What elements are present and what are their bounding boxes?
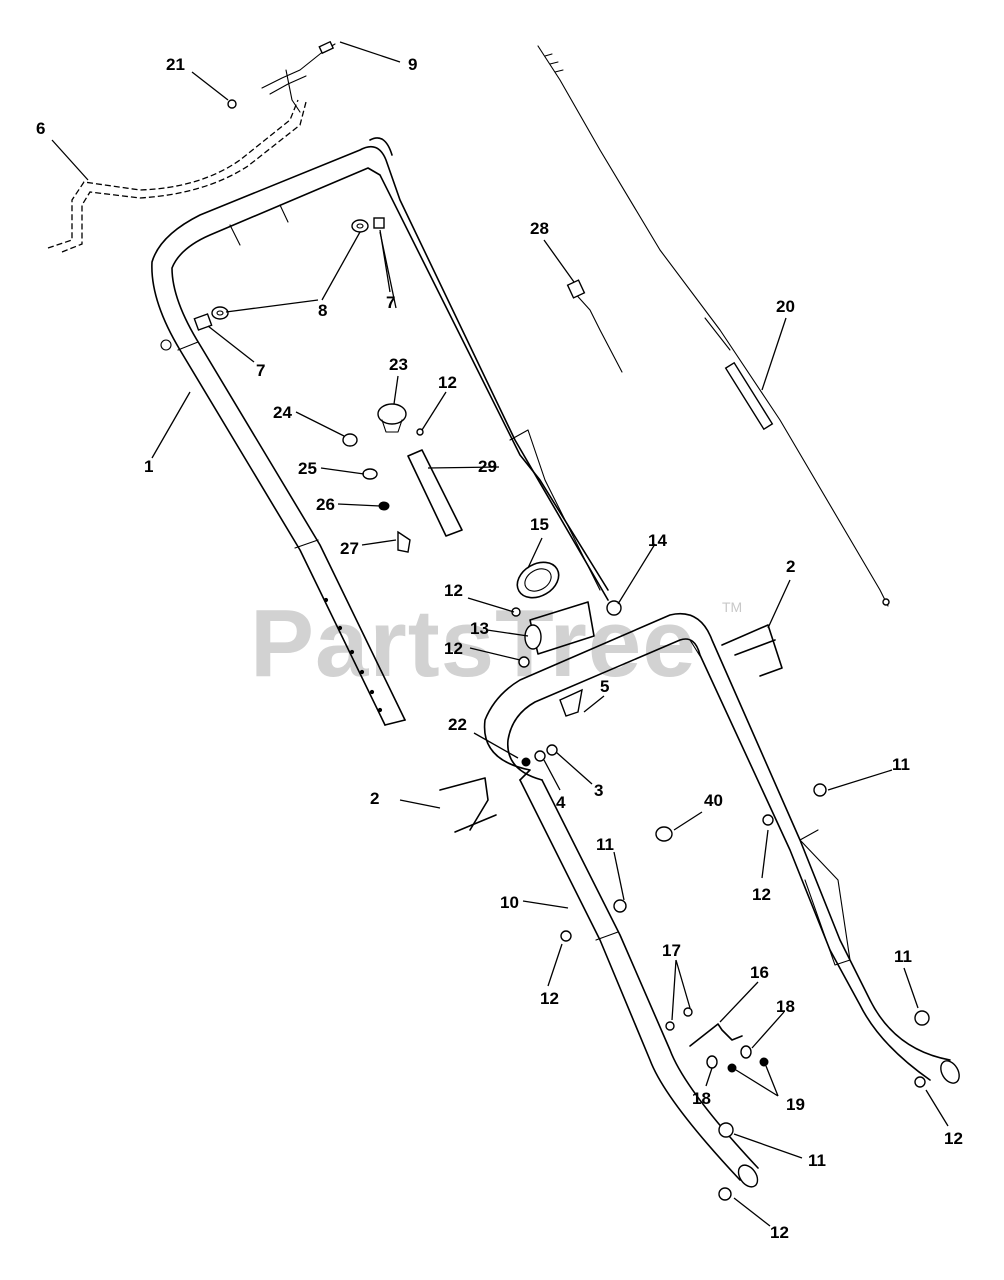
callout-23: 23 xyxy=(389,355,408,374)
control-parts xyxy=(342,403,463,553)
callout-25: 25 xyxy=(298,459,317,478)
callout-12-a: 12 xyxy=(438,373,457,392)
callout-27: 27 xyxy=(340,539,359,558)
hardware-lower xyxy=(521,688,930,1201)
callout-4: 4 xyxy=(556,793,566,812)
callout-18-right: 18 xyxy=(776,997,795,1016)
callout-20: 20 xyxy=(776,297,795,316)
callout-14: 14 xyxy=(648,531,667,550)
callout-21: 21 xyxy=(166,55,185,74)
callout-5: 5 xyxy=(600,677,609,696)
lever-assembly xyxy=(511,561,622,668)
callout-13: 13 xyxy=(470,619,489,638)
watermark-trademark: TM xyxy=(722,599,742,615)
upper-handle xyxy=(151,137,609,726)
callout-1: 1 xyxy=(144,457,153,476)
callout-12-e: 12 xyxy=(540,989,559,1008)
callout-40: 40 xyxy=(704,791,723,810)
bail-rod xyxy=(47,99,307,253)
callout-11-b: 11 xyxy=(596,835,614,854)
callout-11-c: 11 xyxy=(894,947,912,966)
leader-lines xyxy=(51,41,949,1227)
callout-12-b: 12 xyxy=(444,581,463,600)
callout-2-right: 2 xyxy=(786,557,795,576)
callout-12-f: 12 xyxy=(944,1129,963,1148)
callout-18-left: 18 xyxy=(692,1089,711,1108)
callout-6: 6 xyxy=(36,119,45,138)
callout-22: 22 xyxy=(448,715,467,734)
callout-7-upper: 7 xyxy=(386,293,395,312)
callout-17: 17 xyxy=(662,941,681,960)
cable-link xyxy=(227,40,336,113)
callout-7-lower: 7 xyxy=(256,361,265,380)
callout-15: 15 xyxy=(530,515,549,534)
control-cable xyxy=(537,45,890,607)
callout-19: 19 xyxy=(786,1095,805,1114)
callout-12-d: 12 xyxy=(752,885,771,904)
callout-24: 24 xyxy=(273,403,292,422)
callout-3: 3 xyxy=(594,781,603,800)
callout-28: 28 xyxy=(530,219,549,238)
callout-10: 10 xyxy=(500,893,519,912)
callout-16: 16 xyxy=(750,963,769,982)
throttle-cable xyxy=(566,279,623,373)
watermark-text: PartsTree xyxy=(250,590,697,697)
callout-12-g: 12 xyxy=(770,1223,789,1242)
callout-29: 29 xyxy=(478,457,497,476)
callouts: 6 21 9 8 7 7 1 23 12 24 25 26 27 29 28 2… xyxy=(36,55,963,1242)
callout-12-c: 12 xyxy=(444,639,463,658)
hardware-upper xyxy=(193,217,385,331)
u-bolts xyxy=(439,624,783,833)
callout-11-d: 11 xyxy=(808,1151,826,1170)
callout-2-left: 2 xyxy=(370,789,379,808)
callout-8: 8 xyxy=(318,301,327,320)
lower-handle xyxy=(483,613,960,1188)
callout-11-a: 11 xyxy=(892,755,910,774)
callout-9: 9 xyxy=(408,55,417,74)
callout-26: 26 xyxy=(316,495,335,514)
